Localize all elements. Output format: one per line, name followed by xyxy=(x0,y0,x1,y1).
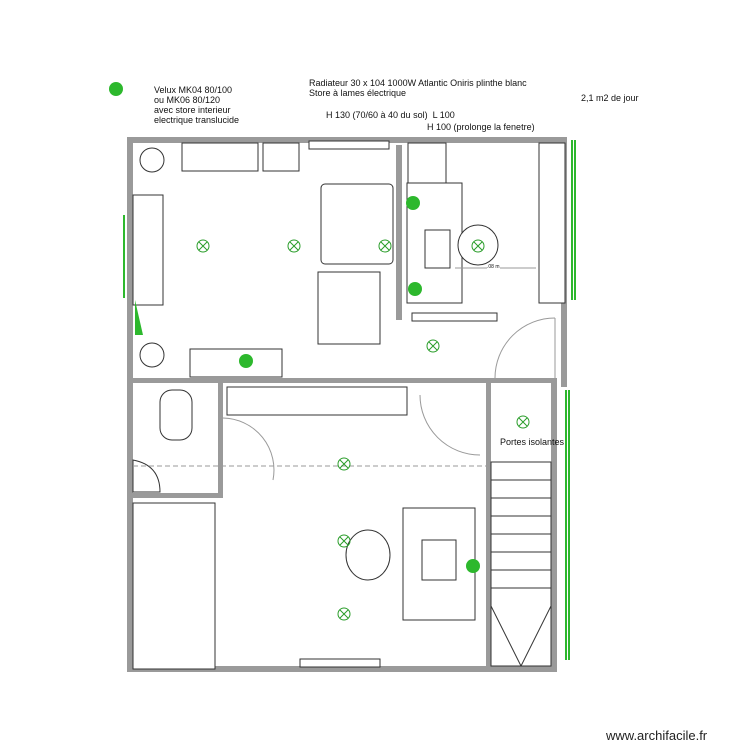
door-swing-icon xyxy=(494,317,556,379)
lights xyxy=(196,239,530,621)
tv-unit xyxy=(189,348,283,378)
wall-right-lower xyxy=(551,380,557,672)
bookshelf-right xyxy=(538,142,566,304)
sofa xyxy=(320,183,394,265)
wardrobe xyxy=(132,502,216,670)
toilet-icon xyxy=(159,389,193,441)
light-fixture-icon xyxy=(337,457,351,471)
light-fixture-icon xyxy=(337,534,351,548)
bookshelf-top xyxy=(262,142,300,172)
door-swing-icon xyxy=(222,417,275,481)
light-fixture-icon xyxy=(287,239,301,253)
ceiling-light-icon xyxy=(406,196,420,210)
bookshelf-middle xyxy=(226,386,408,416)
window-h100-note: H 100 (prolonge la fenetre) xyxy=(427,122,535,132)
sink-icon xyxy=(132,459,161,493)
radiator-bottom xyxy=(299,658,381,668)
window-h130-note: H 130 (70/60 à 40 du sol) L 100 xyxy=(326,110,455,120)
cabinet xyxy=(407,142,447,184)
light-fixture-icon xyxy=(378,239,392,253)
radiator-note: Radiateur 30 x 104 1000W Atlantic Oniris… xyxy=(309,78,527,98)
ceiling-light-icon xyxy=(466,559,480,573)
ceiling-light-icon xyxy=(408,282,422,296)
light-fixture-icon xyxy=(426,339,440,353)
armchair xyxy=(317,271,381,345)
daylight-note: 2,1 m2 de jour xyxy=(581,93,639,103)
radiator-office xyxy=(411,312,498,322)
ceiling-light-icon xyxy=(239,354,253,368)
dimension-label: .08 m xyxy=(487,264,500,270)
stairs xyxy=(490,461,552,667)
wall-left xyxy=(127,137,133,672)
windows xyxy=(123,140,576,660)
plant-icon xyxy=(139,342,165,368)
door-swing-icon xyxy=(419,394,481,456)
ceiling-light-icon xyxy=(109,82,123,96)
plants xyxy=(135,147,165,368)
laptop-lower xyxy=(421,539,457,581)
wall-middle xyxy=(127,378,557,383)
light-fixture-icon xyxy=(337,607,351,621)
plant-icon xyxy=(139,147,165,173)
bookshelf-left xyxy=(132,194,164,306)
wall-bathroom-bottom xyxy=(127,493,223,498)
furniture xyxy=(132,142,566,670)
laptop-upper xyxy=(424,229,451,269)
wall-stairs xyxy=(486,383,491,672)
light-fixture-icon xyxy=(196,239,210,253)
office-chair-lower xyxy=(345,529,391,581)
bookshelf-top-left xyxy=(181,142,259,172)
ceiling-lights xyxy=(109,82,480,573)
watermark: www.archifacile.fr xyxy=(606,728,708,743)
wall-bottom xyxy=(127,666,557,672)
radiator-top xyxy=(308,140,390,150)
doors-note: Portes isolantes xyxy=(500,437,565,447)
radiators xyxy=(299,140,498,668)
wall-bathroom xyxy=(218,383,223,498)
office-chair-upper xyxy=(457,224,499,266)
light-fixture-icon xyxy=(516,415,530,429)
light-fixture-icon xyxy=(471,239,485,253)
door-swings xyxy=(133,267,556,481)
wall-partition xyxy=(396,145,402,320)
wall-top xyxy=(127,137,567,143)
